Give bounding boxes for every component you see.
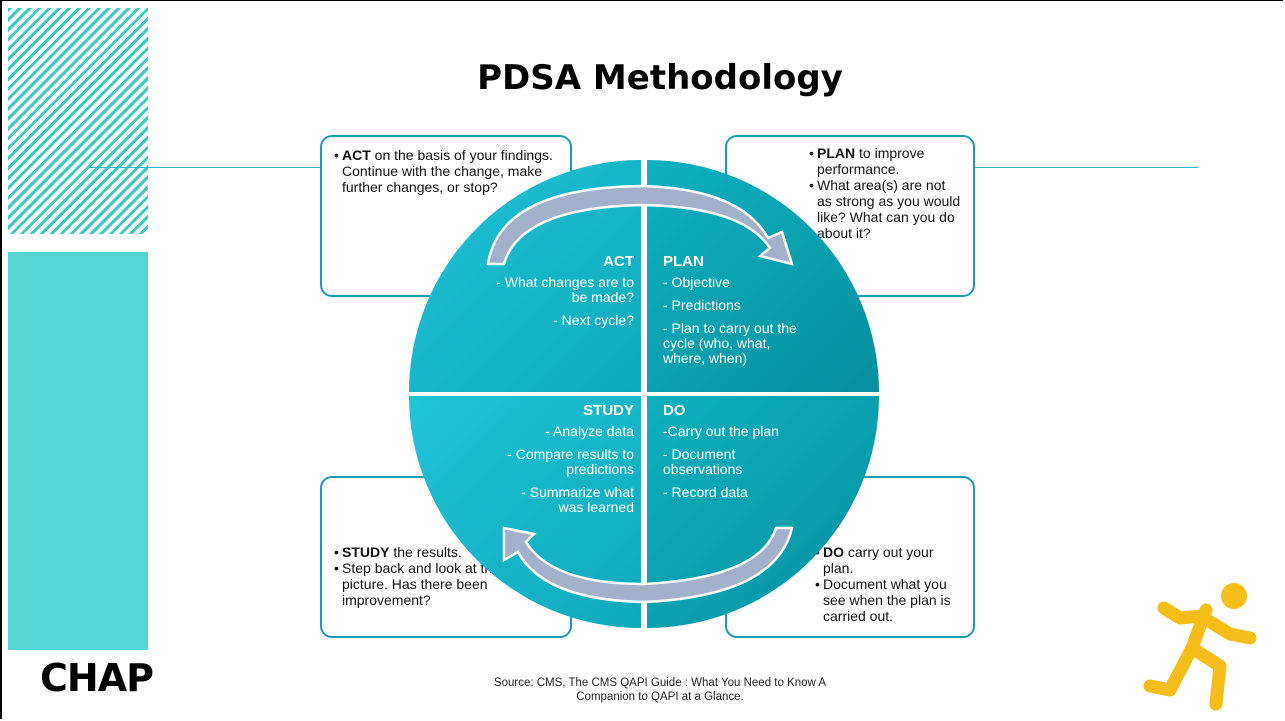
study-callout-list: STUDY the results.Step back and look at … bbox=[334, 544, 560, 608]
callout-bold-term: PLAN bbox=[817, 145, 856, 161]
do-to-study-arrow-icon bbox=[502, 526, 794, 604]
plan-quadrant-text: PLAN - Objective - Predictions - Plan to c… bbox=[663, 254, 813, 374]
callout-bullet: Step back and look at the big picture. H… bbox=[334, 560, 560, 608]
study-items: - Analyze data - Compare results to predi… bbox=[500, 424, 634, 515]
callout-text: carry out your plan. bbox=[823, 544, 934, 576]
callout-bullet: ACT on the basis of your findings. Conti… bbox=[334, 147, 560, 195]
quadrant-item: - Objective bbox=[663, 274, 730, 290]
callout-text: Document what you see when the plan is c… bbox=[823, 576, 951, 624]
act-quadrant-text: ACT - What changes are to be made? - Next… bbox=[490, 254, 634, 336]
teal-side-bar bbox=[8, 252, 148, 650]
plan-callout: PLAN to improve performance.What area(s)… bbox=[725, 135, 975, 297]
plan-callout-list: PLAN to improve performance.What area(s)… bbox=[809, 145, 963, 241]
do-heading: DO bbox=[663, 402, 686, 419]
act-to-plan-arrow-icon bbox=[486, 184, 794, 266]
running-person-icon bbox=[1143, 583, 1257, 711]
quadrant-item: - Analyze data bbox=[545, 423, 634, 439]
study-heading: STUDY bbox=[583, 402, 634, 419]
callout-text: Step back and look at the big picture. H… bbox=[342, 560, 523, 608]
callout-bullet: STUDY the results. bbox=[334, 544, 560, 560]
do-callout-list: DO carry out your plan.Document what you… bbox=[815, 544, 963, 624]
source-line-2: Companion to QAPI at a Glance. bbox=[576, 691, 744, 703]
callout-bullet: Document what you see when the plan is c… bbox=[815, 576, 963, 624]
quadrant-item: - Document observations bbox=[663, 446, 743, 477]
callout-text: to improve performance. bbox=[817, 145, 925, 177]
quadrant-item: - What changes are to be made? bbox=[496, 274, 634, 305]
hatched-decoration bbox=[8, 8, 148, 234]
quadrant-item: -Carry out the plan bbox=[663, 423, 779, 439]
callout-bold-term: STUDY bbox=[342, 544, 390, 560]
source-line-1: Source: CMS, The CMS QAPI Guide : What Y… bbox=[493, 677, 827, 689]
act-quadrant bbox=[409, 160, 641, 392]
act-heading: ACT bbox=[603, 253, 634, 270]
chap-logo: CHAP bbox=[40, 656, 154, 700]
left-connector-line bbox=[90, 167, 322, 168]
callout-text: the results. bbox=[389, 544, 462, 560]
quadrant-item: - Compare results to predictions bbox=[507, 446, 634, 477]
plan-quadrant bbox=[647, 160, 879, 392]
quadrant-item: - Summarize what was learned bbox=[521, 484, 634, 515]
plan-heading: PLAN bbox=[663, 253, 704, 270]
quadrant-item: - Next cycle? bbox=[553, 312, 634, 328]
callout-text: What area(s) are not as strong as you wo… bbox=[817, 177, 961, 241]
quadrant-item: - Plan to carry out the cycle (who, what… bbox=[663, 320, 797, 366]
slide-title: PDSA Methodology bbox=[477, 58, 843, 98]
do-quadrant bbox=[647, 396, 879, 628]
plan-items: - Objective - Predictions - Plan to carry … bbox=[663, 275, 813, 366]
callout-bullet: PLAN to improve performance. bbox=[809, 145, 963, 177]
do-items: -Carry out the plan - Document observatio… bbox=[663, 424, 803, 500]
study-quadrant bbox=[409, 396, 641, 628]
right-connector-line bbox=[974, 167, 1198, 168]
act-items: - What changes are to be made? - Next cyc… bbox=[490, 275, 634, 328]
callout-bold-term: DO bbox=[823, 544, 844, 560]
act-callout-list: ACT on the basis of your findings. Conti… bbox=[334, 147, 560, 195]
callout-bullet: What area(s) are not as strong as you wo… bbox=[809, 177, 963, 241]
callout-text: on the basis of your findings. Continue … bbox=[342, 147, 553, 195]
study-quadrant-text: STUDY - Analyze data - Compare results to… bbox=[500, 403, 634, 523]
source-citation: Source: CMS, The CMS QAPI Guide : What Y… bbox=[400, 676, 920, 704]
quadrant-item: - Predictions bbox=[663, 297, 741, 313]
do-quadrant-text: DO -Carry out the plan - Document observa… bbox=[663, 403, 803, 508]
quadrant-item: - Record data bbox=[663, 484, 748, 500]
callout-bold-term: ACT bbox=[342, 147, 371, 163]
